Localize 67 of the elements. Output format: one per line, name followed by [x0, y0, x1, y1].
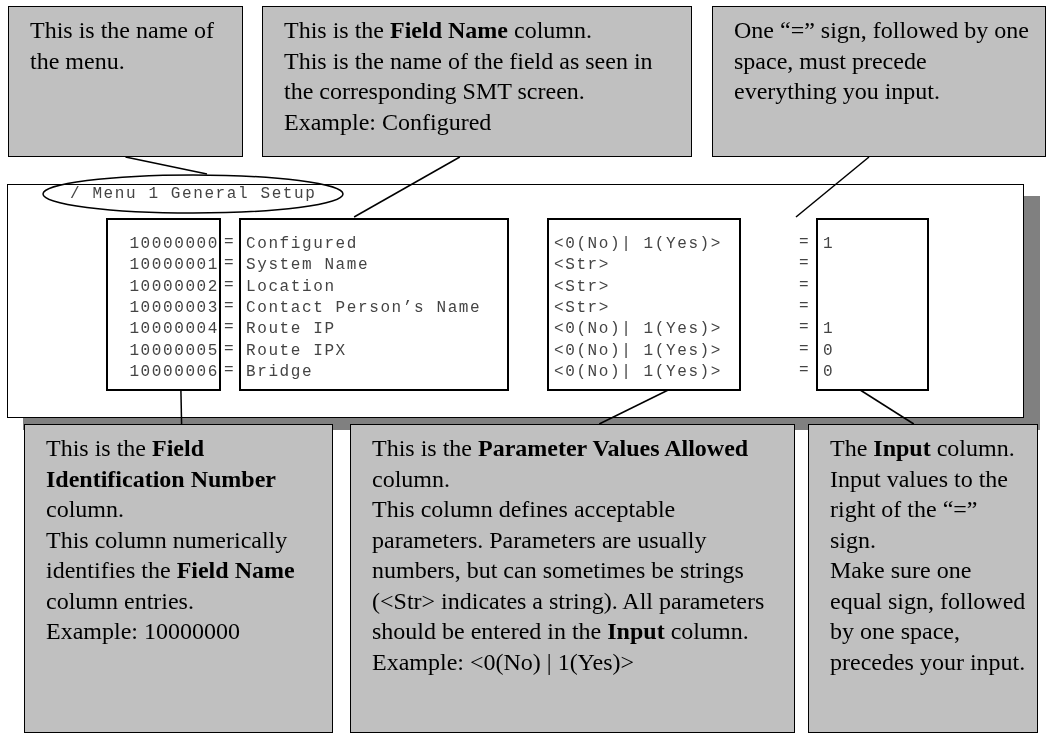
table-cell-text: 1	[823, 321, 835, 338]
table-cell-text: 10000001	[129, 257, 219, 274]
table-cell-text: Route IPX	[246, 342, 347, 359]
table-cell-text: <0(No)| 1(Yes)>	[554, 321, 723, 338]
table-cell-text: =	[799, 276, 811, 293]
menu-title: / Menu 1 General Setup	[70, 186, 317, 202]
equals-sign: =	[224, 255, 236, 272]
callout-text: Input values to the right of the “=” sign.	[830, 464, 1009, 555]
table-cell-text: <0(No)| 1(Yes)>	[554, 236, 723, 252]
table-cell-text: 10000004	[129, 321, 219, 338]
callout-box	[262, 6, 692, 157]
table-cell-text: =	[799, 234, 811, 250]
leader-line	[795, 156, 870, 218]
table-cell-text: Route IP	[246, 321, 336, 338]
table-cell-text: =	[799, 340, 811, 357]
equals-sign: =	[224, 361, 236, 378]
callout-box	[8, 6, 243, 157]
table-cell-text: System Name	[246, 257, 370, 274]
equals-sign: =	[224, 276, 236, 293]
callout-text: This is the Field Identification Number column.	[46, 434, 277, 524]
callout-text: Example: 10000000	[46, 617, 241, 646]
callout-text: Make sure one equal sign, followed by one space, precedes your input.	[830, 556, 1027, 677]
table-cell-text: <0(No)| 1(Yes)>	[554, 342, 723, 359]
callout-box	[350, 424, 795, 733]
table-cell-text: 10000000	[129, 236, 219, 252]
callout-text: This is the name of the field as seen in the corresponding SMT screen. Example: Configured	[284, 46, 654, 137]
table-cell-text: 10000003	[129, 299, 219, 316]
table-column	[106, 218, 221, 391]
callout-text: This is the Field Name column.	[284, 16, 593, 45]
equals-sign: =	[224, 319, 236, 336]
table-cell-text: 10000006	[129, 363, 219, 380]
table-cell-text: <Str>	[554, 257, 610, 274]
leader-line	[180, 389, 183, 425]
equals-sign: =	[224, 340, 236, 357]
equals-sign: =	[224, 234, 236, 250]
table-cell-text: <Str>	[554, 278, 610, 295]
table-cell-text: 1	[823, 236, 835, 252]
table-column	[547, 218, 741, 391]
callout-text: Example: <0(No) | 1(Yes)>	[372, 647, 636, 677]
equals-sign: =	[224, 297, 236, 314]
leader-line	[353, 156, 461, 218]
table-cell-text: =	[799, 361, 811, 378]
table-column	[239, 218, 509, 391]
callout-text: This is the Parameter Values Allowed column.	[372, 434, 750, 494]
table-cell-text: 10000005	[129, 342, 219, 359]
table-cell-text: Location	[246, 278, 336, 295]
table-cell-text: 0	[823, 342, 835, 359]
leader-line	[124, 156, 208, 175]
callout-box	[808, 424, 1038, 733]
table-cell-text: 0	[823, 363, 835, 380]
table-cell-text: 10000002	[129, 278, 219, 295]
table-cell-text: =	[799, 297, 811, 314]
callout-text: One “=” sign, followed by one space, must precede everything you input.	[734, 16, 1030, 106]
callout-text: This is the name of the menu.	[30, 16, 215, 76]
table-cell-text: =	[799, 255, 811, 272]
callout-text: This column numerically identifies the Field Name column entries.	[46, 525, 296, 616]
table-cell-text: Bridge	[246, 363, 314, 380]
callout-box	[24, 424, 333, 733]
table-cell-text: Contact Person’s Name	[246, 299, 482, 316]
callout-text: This column defines acceptable parameters. Parameters are usually numbers, but can sometimes be strings (<Str> indicates a string). All parameters should be entered in the Input column.	[372, 495, 766, 646]
table-cell-text: =	[799, 319, 811, 336]
callout-text: The Input column.	[830, 434, 1016, 463]
table-cell-text: Configured	[246, 236, 358, 252]
table-column	[816, 218, 929, 391]
table-cell-text: <0(No)| 1(Yes)>	[554, 363, 723, 380]
callout-box	[712, 6, 1046, 157]
table-cell-text: <Str>	[554, 299, 610, 316]
